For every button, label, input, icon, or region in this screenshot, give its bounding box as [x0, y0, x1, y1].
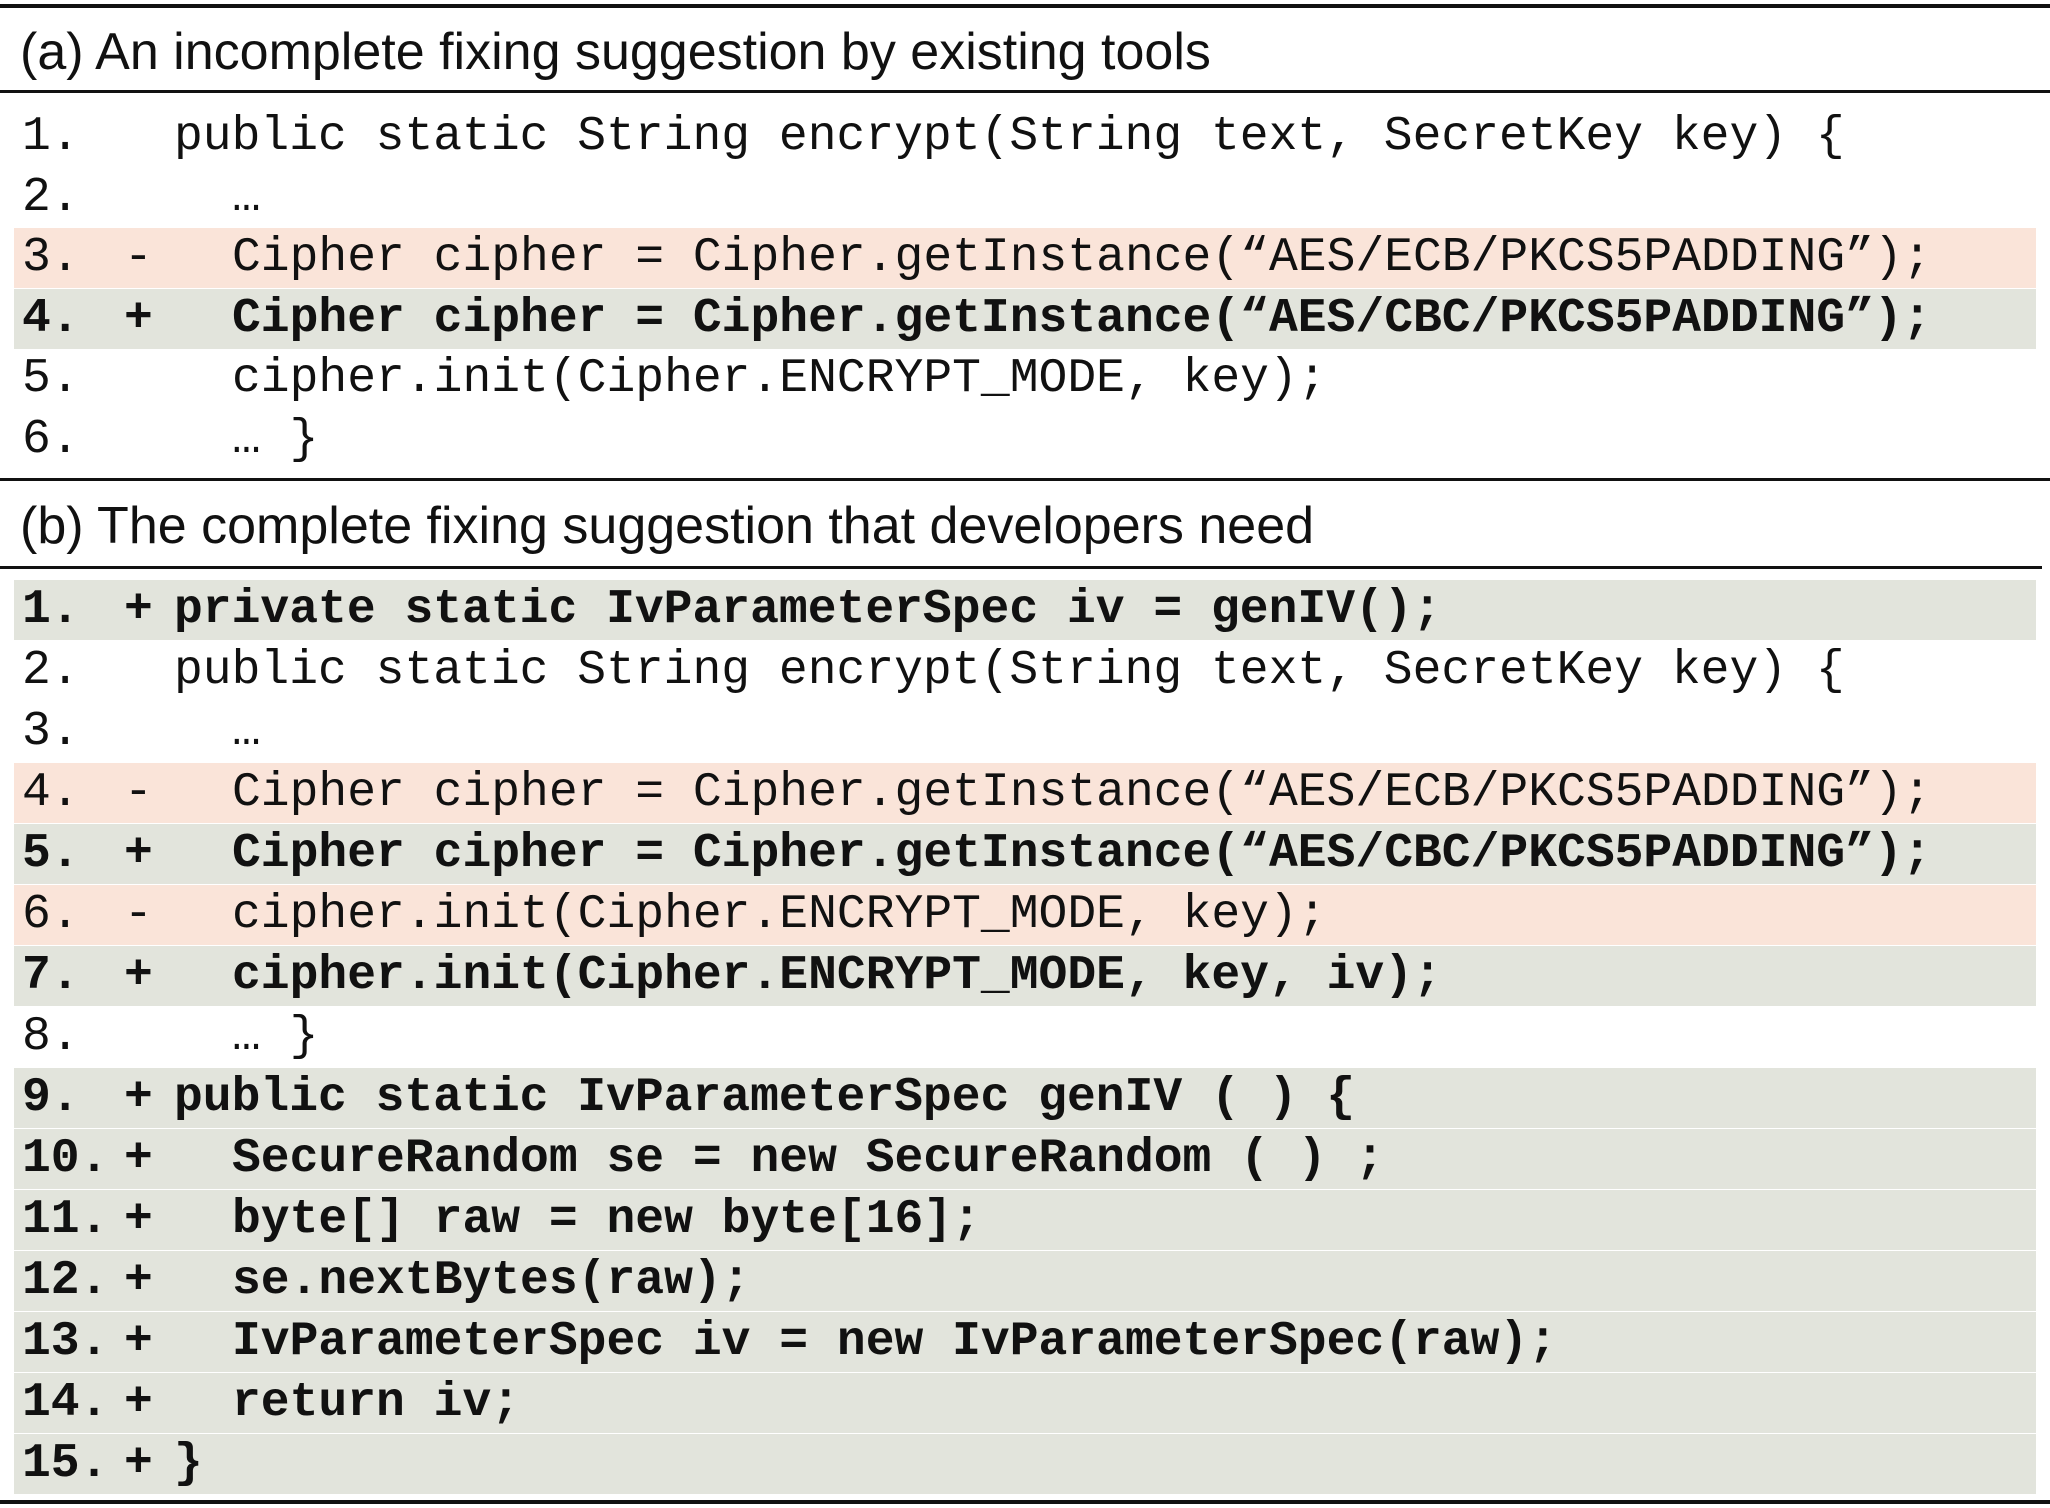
- panel-b-code-line: 7. + cipher.init(Cipher.ENCRYPT_MODE, key,…: [14, 946, 2036, 1006]
- line-number: 4.: [22, 766, 80, 820]
- addition-marker: +: [124, 291, 153, 346]
- addition-marker: +: [124, 1132, 153, 1186]
- deletion-marker: -: [124, 766, 153, 820]
- line-number: 1.: [22, 110, 80, 164]
- line-number: 10.: [22, 1132, 109, 1186]
- code-text: public static String encrypt(String text…: [174, 644, 1845, 698]
- line-number: 11.: [22, 1193, 109, 1247]
- code-text: public static String encrypt(String text…: [174, 110, 1845, 164]
- panel-b-code-line: 11. + byte[] raw = new byte[16];: [14, 1190, 2036, 1250]
- addition-marker: +: [124, 1193, 153, 1247]
- addition-marker: +: [124, 1254, 153, 1308]
- panel-a-title-rule: [0, 90, 2050, 93]
- line-number: 6.: [22, 888, 80, 942]
- panel-a-code-line: 5. cipher.init(Cipher.ENCRYPT_MODE, key);: [14, 349, 2036, 409]
- addition-marker: +: [124, 583, 153, 637]
- panel-a-code-line: 2. …: [14, 168, 2036, 228]
- panel-b-code-line: 15. +}: [14, 1434, 2036, 1494]
- code-text: …: [232, 705, 261, 759]
- code-text: … }: [232, 412, 319, 467]
- code-text: se.nextBytes(raw);: [232, 1254, 751, 1308]
- addition-marker: +: [124, 1071, 153, 1125]
- code-text: Cipher cipher = Cipher.getInstance(“AES/…: [232, 291, 1932, 346]
- code-text: IvParameterSpec iv = new IvParameterSpec…: [232, 1315, 1558, 1369]
- panel-b-code-line: 12. + se.nextBytes(raw);: [14, 1251, 2036, 1311]
- line-number: 6.: [22, 412, 80, 467]
- code-text: private static IvParameterSpec iv = genI…: [174, 583, 1442, 637]
- code-text: Cipher cipher = Cipher.getInstance(“AES/…: [232, 827, 1932, 881]
- line-number: 5.: [22, 827, 80, 881]
- panel-b-code-line: 10. + SecureRandom se = new SecureRandom (…: [14, 1129, 2036, 1189]
- panel-b-code-line: 3. …: [14, 702, 2036, 762]
- panel-a-code-line: 1. public static String encrypt(String te…: [14, 107, 2036, 167]
- code-text: public static IvParameterSpec genIV ( ) …: [174, 1071, 1355, 1125]
- addition-marker: +: [124, 1437, 153, 1491]
- code-text: cipher.init(Cipher.ENCRYPT_MODE, key);: [232, 888, 1327, 942]
- addition-marker: +: [124, 1315, 153, 1369]
- deletion-marker: -: [124, 888, 153, 942]
- addition-marker: +: [124, 827, 153, 881]
- deletion-marker: -: [124, 231, 153, 285]
- line-number: 3.: [22, 231, 80, 285]
- panel-a-bottom-rule: [0, 478, 2050, 481]
- code-text: Cipher cipher = Cipher.getInstance(“AES/…: [232, 231, 1932, 285]
- line-number: 1.: [22, 583, 80, 637]
- panel-b-title: (b) The complete fixing suggestion that …: [20, 497, 1315, 555]
- line-number: 13.: [22, 1315, 109, 1369]
- code-text: cipher.init(Cipher.ENCRYPT_MODE, key);: [232, 352, 1327, 406]
- code-text: Cipher cipher = Cipher.getInstance(“AES/…: [232, 766, 1932, 820]
- line-number: 8.: [22, 1010, 80, 1064]
- panel-a-code-line: 3.- Cipher cipher = Cipher.getInstance(“A…: [14, 228, 2036, 288]
- panel-a-title: (a) An incomplete fixing suggestion by e…: [20, 23, 1211, 81]
- bottom-rule: [0, 1500, 2050, 1504]
- addition-marker: +: [124, 949, 153, 1003]
- code-text: SecureRandom se = new SecureRandom ( ) ;: [232, 1132, 1385, 1186]
- panel-b-code-line: 6.- cipher.init(Cipher.ENCRYPT_MODE, key)…: [14, 885, 2036, 945]
- line-number: 15.: [22, 1437, 109, 1491]
- line-number: 2.: [22, 644, 80, 698]
- panel-b-code-line: 4.- Cipher cipher = Cipher.getInstance(“A…: [14, 763, 2036, 823]
- code-text: …: [232, 170, 261, 225]
- top-rule: [0, 4, 2050, 8]
- line-number: 4.: [22, 291, 80, 346]
- addition-marker: +: [124, 1376, 153, 1430]
- code-text: }: [174, 1437, 203, 1491]
- panel-b-code-line: 1. + private static IvParameterSpec iv = g…: [14, 580, 2036, 640]
- panel-b-code-line: 14. + return iv;: [14, 1373, 2036, 1433]
- code-text: cipher.init(Cipher.ENCRYPT_MODE, key, iv…: [232, 949, 1442, 1003]
- line-number: 9.: [22, 1071, 80, 1125]
- panel-b-code-line: 9. + public static IvParameterSpec genIV (…: [14, 1068, 2036, 1128]
- line-number: 3.: [22, 705, 80, 759]
- panel-b-code-line: 13. + IvParameterSpec iv = new IvParameter…: [14, 1312, 2036, 1372]
- panel-a-code-line: 4. + Cipher cipher = Cipher.getInstance(“A…: [14, 288, 2036, 349]
- line-number: 12.: [22, 1254, 109, 1308]
- line-number: 2.: [22, 170, 80, 225]
- code-text: … }: [232, 1010, 319, 1064]
- panel-b-code-line: 5. + Cipher cipher = Cipher.getInstance(“A…: [14, 824, 2036, 884]
- code-text: return iv;: [232, 1376, 521, 1430]
- code-text: byte[] raw = new byte[16];: [232, 1193, 981, 1247]
- line-number: 7.: [22, 949, 80, 1003]
- line-number: 5.: [22, 352, 80, 406]
- panel-b-title-rule: [0, 566, 2042, 569]
- panel-b-code-line: 8. … }: [14, 1007, 2036, 1067]
- panel-b-code-line: 2. public static String encrypt(String te…: [14, 641, 2036, 701]
- line-number: 14.: [22, 1376, 109, 1430]
- panel-a-code-line: 6. … }: [14, 410, 2036, 470]
